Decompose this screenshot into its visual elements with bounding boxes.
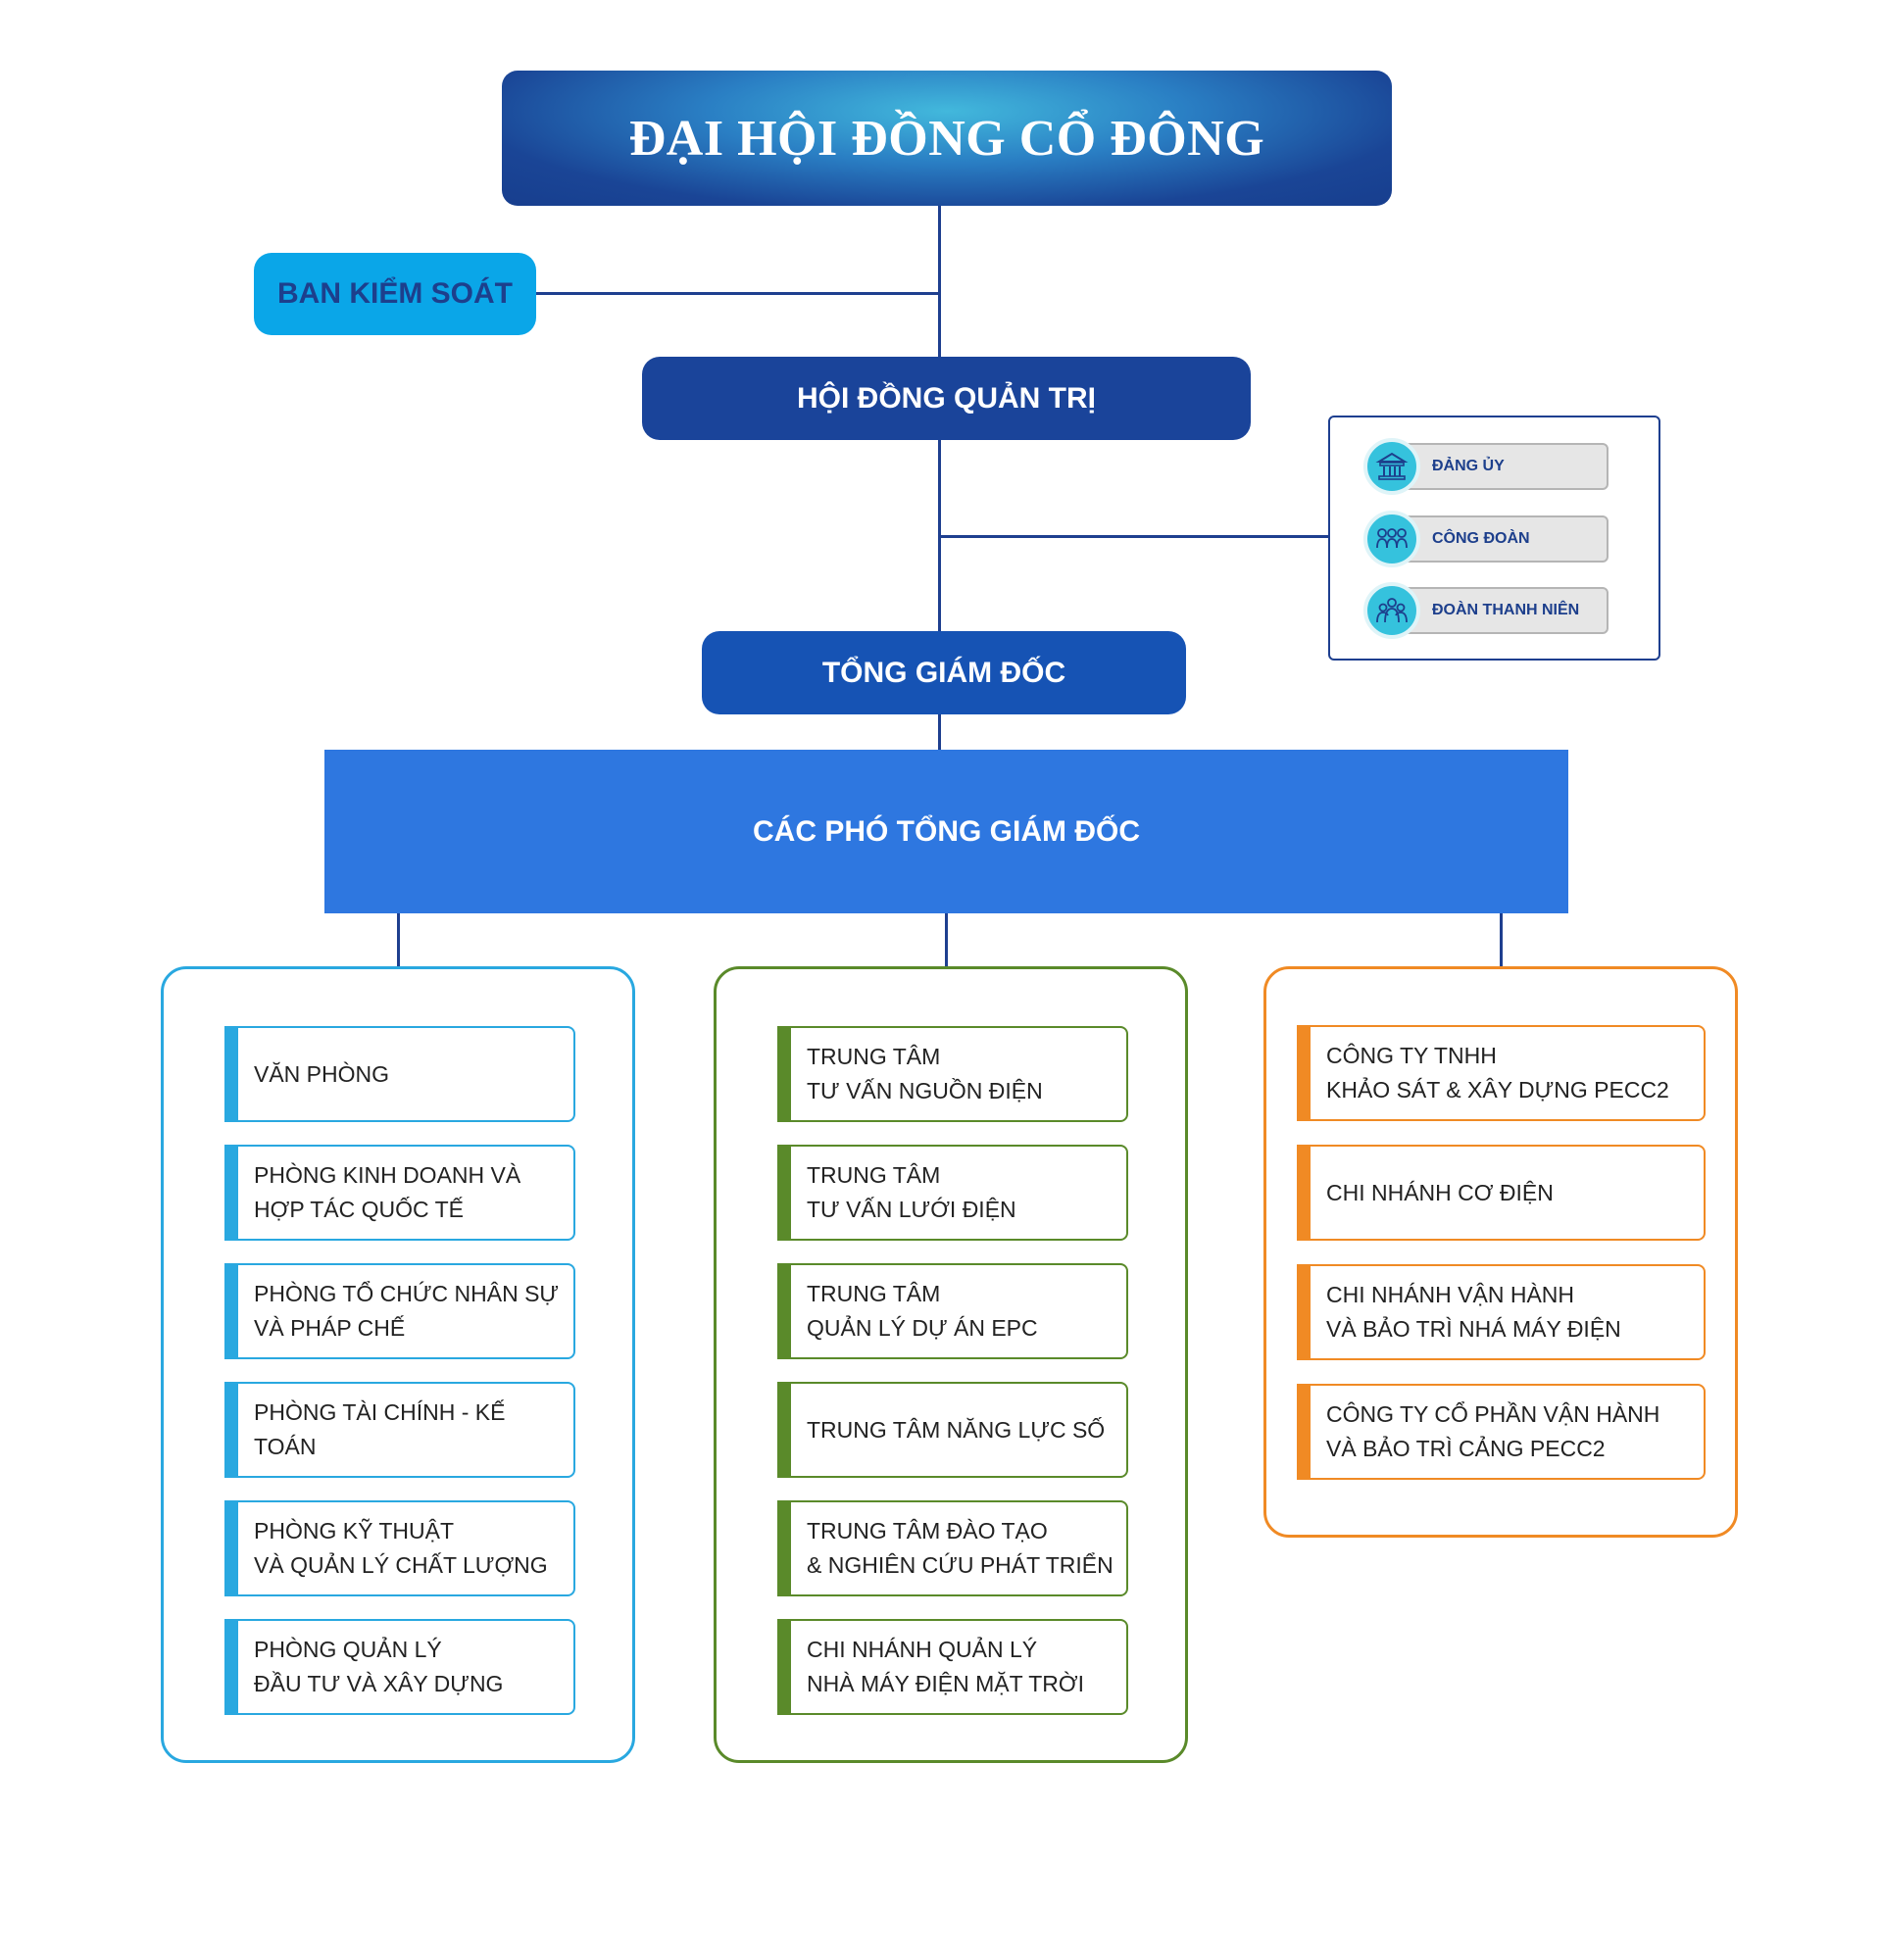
supervisory-board-box: BAN KIỂM SOÁT <box>254 253 536 335</box>
ceo-box: TỔNG GIÁM ĐỐC <box>702 631 1186 714</box>
board-of-directors-label: HỘI ĐỒNG QUẢN TRỊ <box>797 381 1096 415</box>
item-label: PHÒNG KỸ THUẬT VÀ QUẢN LÝ CHẤT LƯỢNG <box>254 1518 548 1578</box>
shareholders-meeting-title: ĐẠI HỘI ĐỒNG CỔ ĐÔNG <box>628 110 1265 167</box>
organizations-panel: ĐẢNG ỦY CÔNG ĐOÀN ĐOÀN THANH NIÊN <box>1328 416 1660 661</box>
item-label: CHI NHÁNH VẬN HÀNH VÀ BẢO TRÌ NHÁ MÁY ĐI… <box>1326 1282 1621 1342</box>
admin-departments-group: VĂN PHÒNG PHÒNG KINH DOANH VÀ HỢP TÁC QU… <box>161 966 635 1763</box>
list-item: TRUNG TÂM TƯ VẤN NGUỒN ĐIỆN <box>777 1026 1128 1122</box>
building-icon <box>1363 438 1420 495</box>
list-item: CHI NHÁNH CƠ ĐIỆN <box>1297 1145 1706 1241</box>
list-item: TRUNG TÂM ĐÀO TẠO & NGHIÊN CỨU PHÁT TRIỂ… <box>777 1500 1128 1596</box>
item-label: VĂN PHÒNG <box>254 1060 390 1087</box>
item-label: PHÒNG TỔ CHỨC NHÂN SỰ VÀ PHÁP CHẾ <box>254 1281 560 1341</box>
item-label: CÔNG TY CỔ PHẦN VẬN HÀNH VÀ BẢO TRÌ CẢNG… <box>1326 1401 1660 1461</box>
list-item: PHÒNG KINH DOANH VÀ HỢP TÁC QUỐC TẾ <box>224 1145 575 1241</box>
connector-deputies-to-group-2 <box>945 913 948 968</box>
shareholders-meeting-box: ĐẠI HỘI ĐỒNG CỔ ĐÔNG <box>502 71 1392 206</box>
connector-deputies-to-group-1 <box>397 913 400 968</box>
list-item: PHÒNG TỔ CHỨC NHÂN SỰ VÀ PHÁP CHẾ <box>224 1263 575 1359</box>
subsidiaries-group: CÔNG TY TNHH KHẢO SÁT & XÂY DỰNG PECC2 C… <box>1263 966 1738 1538</box>
list-item: TRUNG TÂM QUẢN LÝ DỰ ÁN EPC <box>777 1263 1128 1359</box>
list-item: TRUNG TÂM TƯ VẤN LƯỚI ĐIỆN <box>777 1145 1128 1241</box>
supervisory-board-label: BAN KIỂM SOÁT <box>277 277 513 310</box>
connector-deputies-to-group-3 <box>1500 913 1503 968</box>
list-item: CÔNG TY CỔ PHẦN VẬN HÀNH VÀ BẢO TRÌ CẢNG… <box>1297 1384 1706 1480</box>
org-label-union: CÔNG ĐOÀN <box>1432 530 1530 547</box>
centers-group: TRUNG TÂM TƯ VẤN NGUỒN ĐIỆN TRUNG TÂM TƯ… <box>714 966 1188 1763</box>
list-item: PHÒNG KỸ THUẬT VÀ QUẢN LÝ CHẤT LƯỢNG <box>224 1500 575 1596</box>
org-pill-union: CÔNG ĐOÀN <box>1381 515 1609 563</box>
board-of-directors-box: HỘI ĐỒNG QUẢN TRỊ <box>642 357 1251 440</box>
people-group-icon <box>1363 511 1420 567</box>
ceo-label: TỔNG GIÁM ĐỐC <box>821 656 1066 689</box>
deputy-directors-box: CÁC PHÓ TỔNG GIÁM ĐỐC <box>324 750 1568 913</box>
item-label: CHI NHÁNH CƠ ĐIỆN <box>1326 1179 1554 1205</box>
org-label-youth: ĐOÀN THANH NIÊN <box>1432 602 1580 618</box>
item-label: TRUNG TÂM QUẢN LÝ DỰ ÁN EPC <box>807 1281 1038 1341</box>
list-item: CÔNG TY TNHH KHẢO SÁT & XÂY DỰNG PECC2 <box>1297 1025 1706 1121</box>
item-label: PHÒNG QUẢN LÝ ĐẦU TƯ VÀ XÂY DỰNG <box>254 1637 504 1696</box>
connector-top-to-board <box>938 206 941 359</box>
connector-ceo-to-deputies <box>938 714 941 752</box>
org-label-party: ĐẢNG ỦY <box>1432 458 1505 474</box>
item-label: TRUNG TÂM TƯ VẤN LƯỚI ĐIỆN <box>807 1162 1016 1222</box>
list-item: TRUNG TÂM NĂNG LỰC SỐ <box>777 1382 1128 1478</box>
list-item: VĂN PHÒNG <box>224 1026 575 1122</box>
item-label: TRUNG TÂM TƯ VẤN NGUỒN ĐIỆN <box>807 1044 1043 1103</box>
list-item: CHI NHÁNH VẬN HÀNH VÀ BẢO TRÌ NHÁ MÁY ĐI… <box>1297 1264 1706 1360</box>
item-label: TRUNG TÂM NĂNG LỰC SỐ <box>807 1416 1106 1443</box>
item-label: PHÒNG TÀI CHÍNH - KẾ TOÁN <box>254 1399 506 1459</box>
youth-group-icon <box>1363 582 1420 639</box>
deputy-directors-label: CÁC PHÓ TỔNG GIÁM ĐỐC <box>753 814 1140 848</box>
connector-organizations <box>938 535 1329 538</box>
item-label: PHÒNG KINH DOANH VÀ HỢP TÁC QUỐC TẾ <box>254 1162 521 1222</box>
list-item: PHÒNG QUẢN LÝ ĐẦU TƯ VÀ XÂY DỰNG <box>224 1619 575 1715</box>
item-label: TRUNG TÂM ĐÀO TẠO & NGHIÊN CỨU PHÁT TRIỂ… <box>807 1518 1114 1578</box>
connector-supervisory <box>534 292 940 295</box>
list-item: CHI NHÁNH QUẢN LÝ NHÀ MÁY ĐIỆN MẶT TRỜI <box>777 1619 1128 1715</box>
list-item: PHÒNG TÀI CHÍNH - KẾ TOÁN <box>224 1382 575 1478</box>
item-label: CHI NHÁNH QUẢN LÝ NHÀ MÁY ĐIỆN MẶT TRỜI <box>807 1637 1084 1696</box>
item-label: CÔNG TY TNHH KHẢO SÁT & XÂY DỰNG PECC2 <box>1326 1043 1669 1102</box>
